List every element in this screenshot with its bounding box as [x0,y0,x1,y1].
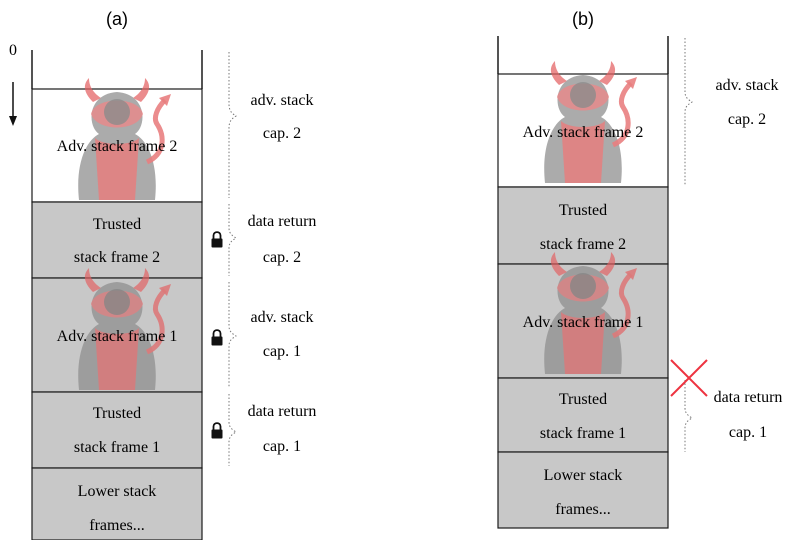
svg-text:Trusted: Trusted [559,391,607,408]
adv-stack-cap-2-label-b: adv. stack [716,77,779,94]
adv-stack-frame-1-b: Adv. stack frame 1 [497,252,669,379]
trusted-stack-frame-2-a: Trusted stack frame 2 [31,201,203,279]
lock-icon [210,231,224,249]
adv-stack-frame-1-a: Adv. stack frame 1 [31,268,203,393]
svg-text:frames...: frames... [89,517,145,534]
panel-b-label: (b) [572,9,594,29]
adv-stack-frame-2-a: Adv. stack frame 2 [31,78,203,203]
address-direction-arrow [9,82,17,126]
svg-text:Adv. stack frame 1: Adv. stack frame 1 [523,314,644,331]
svg-text:Adv. stack frame 2: Adv. stack frame 2 [523,124,644,141]
panel-a-label: (a) [106,9,128,29]
svg-text:Trusted: Trusted [559,202,607,219]
svg-text:frames...: frames... [555,501,611,518]
revoked-cross-icon [670,359,708,397]
data-return-cap-1-num-b: cap. 1 [729,424,767,441]
lock-icon [210,329,224,347]
data-return-cap-1-label-b: data return [714,389,783,406]
brace-adv-stack-cap-2-a [228,52,237,198]
data-return-cap-2-num-a: cap. 2 [263,249,301,266]
adv-stack-cap-2-label-a: adv. stack [251,92,314,109]
svg-text:stack frame 1: stack frame 1 [74,439,160,456]
svg-text:Lower stack: Lower stack [544,467,623,484]
adv-stack-cap-1-num-a: cap. 1 [263,343,301,360]
lower-stack-frames-b: Lower stack frames... [497,451,669,529]
svg-text:Adv. stack frame 2: Adv. stack frame 2 [57,138,178,155]
address-zero-label: 0 [9,42,17,59]
svg-text:Adv. stack frame 1: Adv. stack frame 1 [57,328,178,345]
lock-icon [210,422,224,440]
svg-text:stack frame 2: stack frame 2 [74,249,160,266]
data-return-cap-1-label-a: data return [248,403,317,420]
adv-stack-cap-2-num-b: cap. 2 [728,111,766,128]
data-return-cap-2-label-a: data return [248,213,317,230]
data-return-cap-1-num-a: cap. 1 [263,438,301,455]
svg-text:Lower stack: Lower stack [78,483,157,500]
svg-text:Trusted: Trusted [93,216,141,233]
brace-adv-stack-cap-2-b [684,38,693,186]
brace-adv-stack-cap-1-a [228,282,237,388]
brace-data-return-cap-1-a [228,394,237,466]
svg-text:stack frame 2: stack frame 2 [540,236,626,253]
svg-text:Trusted: Trusted [93,405,141,422]
trusted-stack-frame-1-b: Trusted stack frame 1 [497,377,669,453]
brace-data-return-cap-1-b [684,380,693,452]
adv-stack-cap-2-num-a: cap. 2 [263,125,301,142]
adv-stack-frame-2-b: Adv. stack frame 2 [497,61,669,188]
adv-stack-cap-1-label-a: adv. stack [251,309,314,326]
svg-text:stack frame 1: stack frame 1 [540,425,626,442]
trusted-stack-frame-1-a: Trusted stack frame 1 [31,391,203,469]
lower-stack-frames-a: Lower stack frames... [31,467,203,540]
brace-data-return-cap-2-a [228,204,237,276]
trusted-stack-frame-2-b: Trusted stack frame 2 [497,186,669,265]
